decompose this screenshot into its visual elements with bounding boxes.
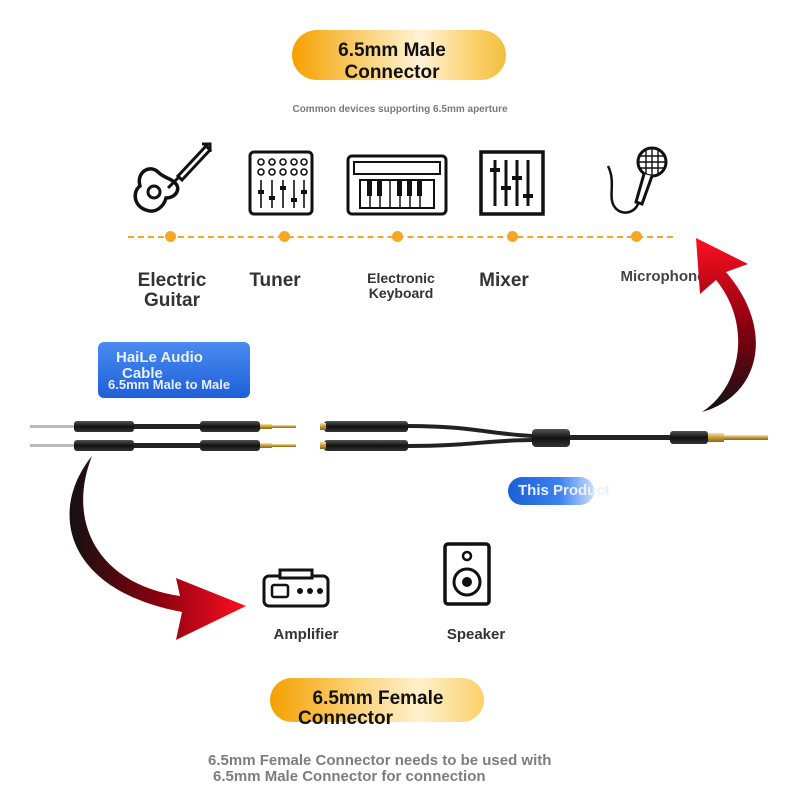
label-line: Keyboard xyxy=(368,285,434,301)
label-line: Tuner xyxy=(249,270,301,291)
tuner-icon xyxy=(248,150,314,216)
cable-badge-line3: 6.5mm Male to Male xyxy=(108,377,231,392)
timeline-dot xyxy=(165,231,176,242)
cable-badge-line1: HaiLe Audio xyxy=(116,349,203,366)
label-speaker: Speaker xyxy=(446,626,506,643)
top-connector-title: 6.5mm Male Connector xyxy=(292,40,492,84)
label-line: Electronic xyxy=(367,270,435,286)
mixer-icon xyxy=(479,150,545,216)
top-title-line1: 6.5mm Male xyxy=(338,40,446,61)
top-title-line2: Connector xyxy=(344,62,440,83)
label-microphone: Microphone xyxy=(604,268,722,285)
speaker-icon xyxy=(443,542,491,606)
timeline-dot xyxy=(392,231,403,242)
arrow-to-amplifier xyxy=(69,456,246,640)
bottom-title-line1: 6.5mm Female xyxy=(312,688,444,709)
bottom-connector-pill xyxy=(270,678,484,722)
compatibility-note: 6.5mm Female Connector needs to be used … xyxy=(208,753,551,785)
bottom-title-line2: Connector xyxy=(298,708,393,729)
label-electronic-keyboard: Electronic Keyboard xyxy=(346,271,456,301)
label-tuner: Tuner xyxy=(230,271,320,291)
label-line: Guitar xyxy=(144,290,200,311)
label-mixer: Mixer xyxy=(462,271,546,291)
keyboard-icon xyxy=(346,154,448,216)
note-line1: 6.5mm Female Connector needs to be used … xyxy=(208,752,552,769)
y-splitter-cable xyxy=(320,421,768,451)
subtitle: Common devices supporting 6.5mm aperture xyxy=(292,104,508,115)
this-product-badge xyxy=(508,477,594,505)
timeline-dot xyxy=(507,231,518,242)
top-connector-pill xyxy=(292,30,506,80)
label-amplifier: Amplifier xyxy=(273,626,339,643)
audio-cable-illustration xyxy=(30,421,768,451)
microphone-icon xyxy=(606,146,668,214)
cable-badge-line2: Cable xyxy=(122,365,163,382)
label-electric-guitar: Electric Guitar xyxy=(120,271,224,311)
label-line: Electric xyxy=(137,270,207,291)
cable-badge xyxy=(98,342,250,398)
arrow-to-microphone xyxy=(696,238,756,412)
timeline-dot xyxy=(279,231,290,242)
amplifier-icon xyxy=(262,568,330,608)
timeline-dot xyxy=(631,231,642,242)
note-line2: 6.5mm Male Connector for connection xyxy=(213,768,486,785)
male-to-male-cable xyxy=(30,421,296,451)
electric-guitar-icon xyxy=(133,142,212,213)
this-product-label: This Product xyxy=(518,482,610,499)
label-line: Mixer xyxy=(479,270,529,291)
bottom-connector-title: 6.5mm Female Connector xyxy=(278,689,478,729)
label-line: Microphone xyxy=(620,268,706,285)
